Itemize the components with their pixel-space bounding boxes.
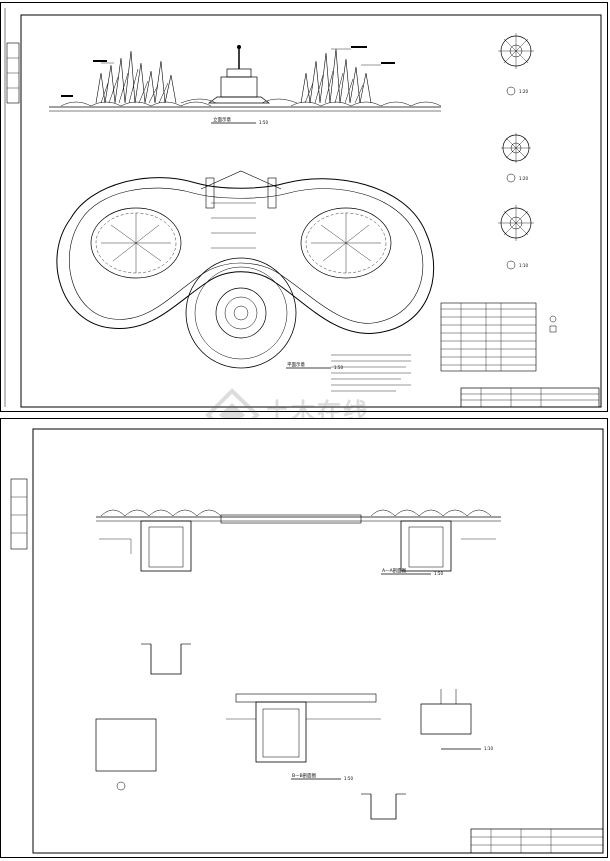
scale-label: 1:50 <box>259 120 268 125</box>
binding-margin-block <box>10 478 28 550</box>
svg-text:B—B剖面图: B—B剖面图 <box>292 772 317 779</box>
drawing-sheet-top: 立面示意 1:50 平面示意 1:50 <box>0 2 608 412</box>
channel-details <box>141 643 406 820</box>
scale-label: 1:20 <box>519 89 528 94</box>
sheet-top-drawing: 立面示意 1:50 平面示意 1:50 <box>4 8 602 408</box>
detail-circles: 1:20 1:20 1:10 <box>498 33 534 270</box>
design-notes <box>331 354 411 392</box>
svg-text:平面示意: 平面示意 <box>287 361 305 368</box>
scale-label: 1:50 <box>344 776 353 781</box>
section-b-b: B—B剖面图 1:50 <box>226 693 381 781</box>
svg-text:A—A剖面图: A—A剖面图 <box>382 567 407 574</box>
svg-text:立面示意: 立面示意 <box>213 116 231 123</box>
scale-label: 1:10 <box>519 263 528 268</box>
scale-label: 1:10 <box>484 746 493 751</box>
plan-rectangle <box>95 718 157 772</box>
scale-label: 1:20 <box>519 176 528 181</box>
title-block <box>460 387 600 408</box>
section-a-a: A—A剖面图 1:50 <box>96 509 501 576</box>
title-block <box>470 828 604 854</box>
wall-detail: 1:10 <box>420 689 493 751</box>
drawing-sheet-bottom: A—A剖面图 1:50 B—B剖面图 1:50 1:10 <box>0 418 608 858</box>
scale-label: 1:50 <box>334 365 343 370</box>
materials-table <box>440 302 557 372</box>
fountain-plan-view: 平面示意 1:50 <box>56 170 435 370</box>
scale-label: 1:50 <box>434 571 443 576</box>
fountain-elevation-view: 立面示意 1:50 <box>49 45 442 125</box>
sheet-bottom-drawing: A—A剖面图 1:50 B—B剖面图 1:50 1:10 <box>10 428 604 854</box>
